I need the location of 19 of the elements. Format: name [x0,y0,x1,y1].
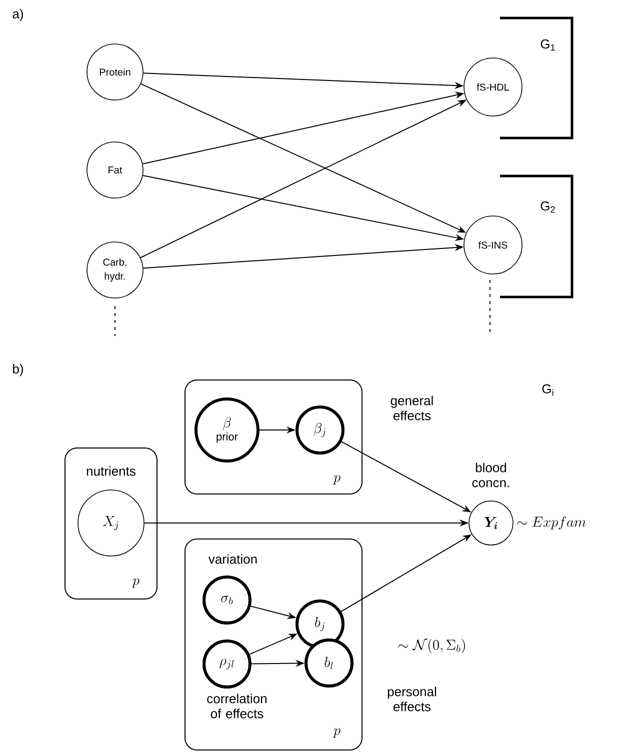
text-label: b) [13,364,23,376]
plate-label: nutrients [86,466,136,476]
node-caption: $\sim Expfam$ [517,516,586,530]
plate-label: $p$ [132,578,140,588]
text-label: personal effects [388,686,436,712]
text-label: general effects [390,396,433,420]
plate-label: $p$ [333,475,340,484]
text-label: G$_{1}$ [540,39,555,51]
text-label: a) [12,8,23,22]
plate-label: $p$ [333,728,340,738]
text-label: $\sim \mathcal{N}(0, \Sigma_b)$ [398,638,465,654]
node-caption: blood concn. [472,462,509,488]
plate-box [184,538,362,750]
plate-label: correlation of effects [207,694,266,718]
plate-label: variation [208,554,257,564]
plate-box [184,380,362,494]
plate-box [64,448,158,600]
text-label: G$_{i}$ [542,384,554,396]
text-label: G$_{2}$ [540,201,555,213]
